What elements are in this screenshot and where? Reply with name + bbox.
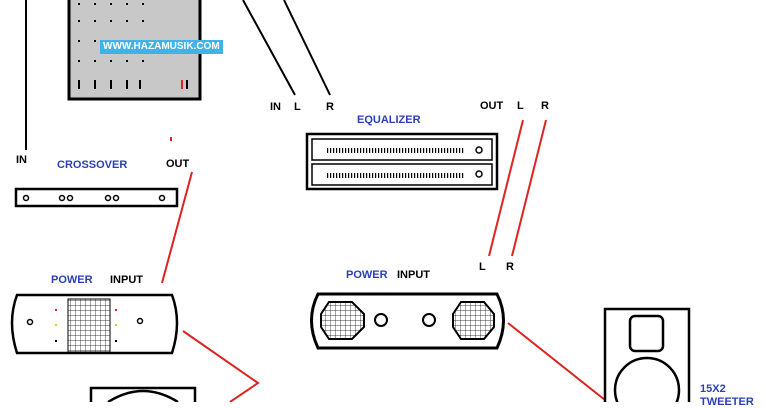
power-amp-left <box>10 293 179 355</box>
label-in: IN <box>16 154 27 166</box>
wire-amp-left-speaker <box>182 330 260 402</box>
label-amp-r: R <box>506 261 514 273</box>
label-crossover: CROSSOVER <box>57 159 128 171</box>
label-eq-out-r: R <box>541 100 549 112</box>
wire-eq-out-l <box>488 119 524 257</box>
label-eq-out: OUT <box>480 100 504 112</box>
wire-eq-in-r <box>283 0 331 96</box>
label-eq-in: IN <box>270 101 281 113</box>
wire-eq-out-r <box>511 119 547 257</box>
power-amp-right <box>310 292 505 350</box>
watermark: WWW.HAZAMUSIK.COM <box>100 40 223 54</box>
label-eq-out-l: L <box>517 100 524 112</box>
crossover-unit <box>14 187 179 208</box>
wire-eq-in-l <box>242 0 296 96</box>
label-tweeter: TWEETER <box>700 396 754 408</box>
wire-amp-right-tweeter <box>507 322 606 401</box>
label-tweeter-size: 15X2 <box>700 383 726 395</box>
label-power-left: POWER <box>51 274 93 286</box>
label-eq-in-l: L <box>294 101 301 113</box>
speaker-box-left <box>89 386 197 402</box>
red-tick <box>170 137 172 141</box>
label-equalizer: EQUALIZER <box>357 114 421 126</box>
wire-crossover-out <box>161 171 193 284</box>
label-input-left: INPUT <box>110 274 143 286</box>
label-crossover-out: OUT <box>166 158 190 170</box>
label-amp-l: L <box>479 261 486 273</box>
label-input-right: INPUT <box>397 269 430 281</box>
label-eq-in-r: R <box>326 101 334 113</box>
tweeter-box <box>603 307 691 402</box>
equalizer-unit <box>305 132 499 191</box>
label-power-right: POWER <box>346 269 388 281</box>
